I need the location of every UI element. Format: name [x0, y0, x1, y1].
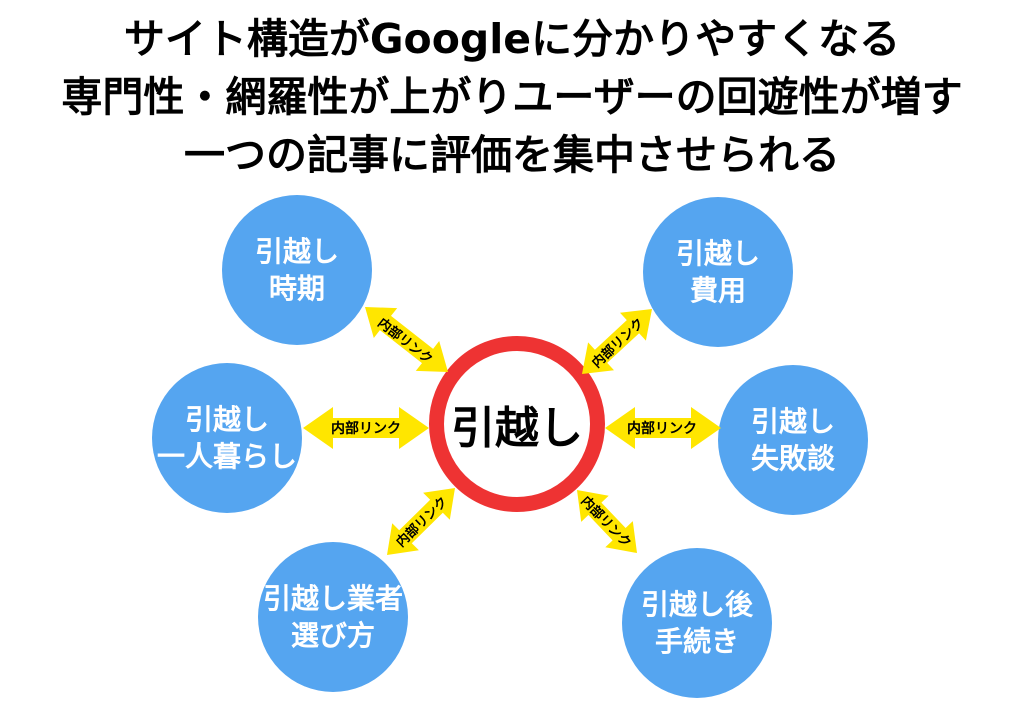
edge-label-internal-link: 内部リンク: [374, 315, 436, 368]
edge-label-internal-link: 内部リンク: [393, 494, 451, 551]
node-label-line: 引越し: [675, 237, 760, 270]
internal-link-arrow: [582, 309, 652, 374]
title-line-2: 専門性・網羅性が上がりユーザーの回遊性が増す: [61, 73, 963, 121]
hub-node-hikkoshi: 引越し: [429, 336, 605, 512]
hub-label: 引越し: [451, 403, 583, 454]
node-label-line: 時期: [268, 272, 325, 305]
title-line-1: サイト構造がGoogleに分かりやすくなる: [123, 15, 901, 63]
node-label-line: 引越し後: [640, 588, 753, 621]
node-hikkoshi-go-tetsuzuki: 引越し後 手続き: [622, 548, 772, 698]
internal-link-arrow: [577, 490, 637, 553]
node-label-line: 費用: [689, 274, 746, 307]
title-line-3: 一つの記事に評価を集中させられる: [184, 131, 840, 179]
node-label-line: 選び方: [290, 619, 375, 652]
internal-link-arrow: [387, 488, 455, 555]
edge-label-internal-link: 内部リンク: [589, 315, 648, 372]
node-label-line: 手続き: [654, 625, 739, 658]
node-label-line: 失敗談: [750, 442, 835, 475]
title-block: サイト構造がGoogleに分かりやすくなる 専門性・網羅性が上がりユーザーの回遊…: [0, 10, 1024, 184]
internal-link-arrow: [605, 407, 721, 449]
node-label-line: 引越し: [184, 403, 269, 436]
internal-link-arrow: [365, 307, 448, 372]
node-hikkoshi-shippaidan: 引越し 失敗談: [718, 365, 868, 515]
node-hikkoshi-hiyou: 引越し 費用: [643, 197, 793, 347]
node-label-line: 一人暮らし: [156, 440, 297, 473]
internal-link-arrow: [303, 407, 429, 449]
node-label-line: 引越し業者: [262, 582, 403, 615]
node-label-line: 引越し: [254, 235, 339, 268]
node-hikkoshi-gyousha-erabikata: 引越し業者 選び方: [258, 542, 408, 692]
node-label-line: 引越し: [750, 405, 835, 438]
node-hikkoshi-jiki: 引越し 時期: [222, 195, 372, 345]
edge-label-internal-link: 内部リンク: [627, 421, 697, 437]
edge-label-internal-link: 内部リンク: [577, 493, 634, 551]
edge-label-internal-link: 内部リンク: [331, 421, 401, 437]
node-hikkoshi-hitorigurashi: 引越し 一人暮らし: [152, 363, 302, 513]
